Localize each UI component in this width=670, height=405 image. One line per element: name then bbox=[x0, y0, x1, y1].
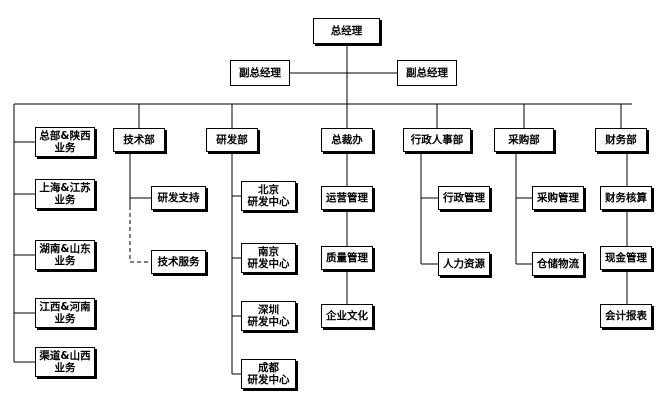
finance-unit-box: 会计报表 bbox=[600, 304, 652, 328]
region-box: 江西&河南 业务 bbox=[35, 298, 95, 328]
region-box: 渠道&山西 业务 bbox=[35, 347, 95, 377]
rd-center-box: 深圳 研发中心 bbox=[241, 301, 296, 331]
vp-right-box: 副总经理 bbox=[397, 60, 457, 86]
tech-unit-box: 技术服务 bbox=[151, 250, 206, 274]
purchasing-unit-box: 采购管理 bbox=[532, 186, 584, 210]
rd-dept-box: 研发部 bbox=[206, 128, 258, 152]
hr-unit-box: 行政管理 bbox=[438, 186, 490, 210]
rd-center-box: 北京 研发中心 bbox=[241, 181, 296, 211]
finance-dept-box: 财务部 bbox=[595, 128, 647, 152]
office-dept-box: 总裁办 bbox=[321, 128, 373, 152]
finance-unit-box: 现金管理 bbox=[600, 246, 652, 270]
region-box: 上海&江苏 业务 bbox=[35, 179, 95, 209]
tech-dept-box: 技术部 bbox=[113, 128, 165, 152]
hr-unit-box: 人力资源 bbox=[438, 252, 490, 276]
purchasing-unit-box: 仓储物流 bbox=[532, 252, 584, 276]
ceo-box: 总经理 bbox=[313, 18, 380, 44]
purchasing-dept-box: 采购部 bbox=[494, 128, 554, 152]
vp-left-box: 副总经理 bbox=[230, 60, 290, 86]
region-box: 总部&陕西 业务 bbox=[35, 127, 95, 157]
tech-unit-box: 研发支持 bbox=[151, 186, 206, 210]
office-unit-box: 质量管理 bbox=[321, 246, 373, 270]
office-unit-box: 企业文化 bbox=[321, 304, 373, 328]
rd-center-box: 成都 研发中心 bbox=[241, 359, 296, 389]
region-box: 湖南&山东 业务 bbox=[35, 240, 95, 270]
hr-dept-box: 行政人事部 bbox=[403, 128, 471, 152]
finance-unit-box: 财务核算 bbox=[600, 186, 652, 210]
rd-center-box: 南京 研发中心 bbox=[241, 243, 296, 273]
office-unit-box: 运营管理 bbox=[321, 186, 373, 210]
